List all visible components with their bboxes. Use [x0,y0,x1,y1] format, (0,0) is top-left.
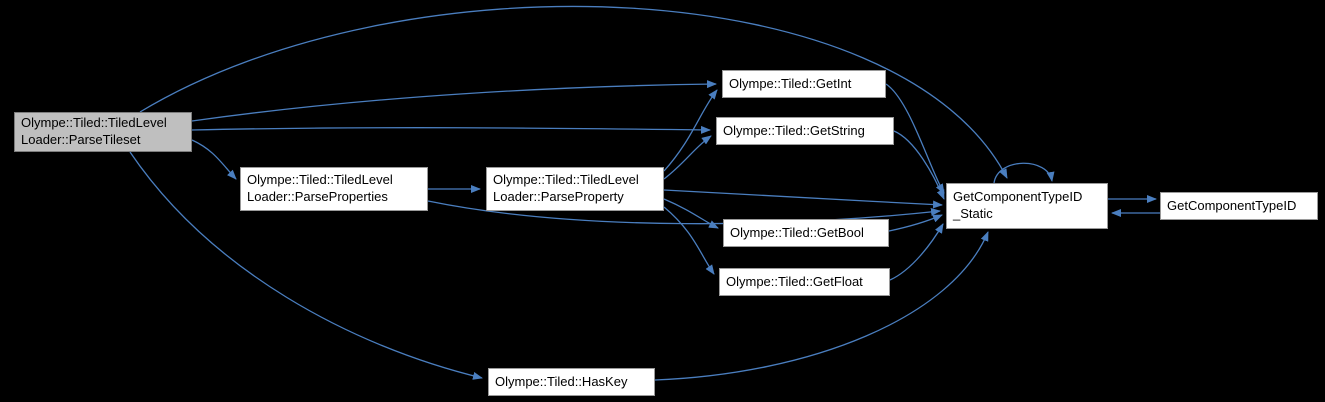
edge-get-component-type-id-static-self-loop [993,162,1055,184]
edge-parse-tileset-get-component-type-id-static [139,5,1008,179]
node-label: _Static [953,206,993,221]
edge-parse-property-get-bool [663,198,719,229]
node-label: Olympe::Tiled::GetInt [729,75,852,91]
node-parse-tileset[interactable]: Olympe::Tiled::TiledLevel Loader::ParseT… [14,112,192,152]
node-get-int[interactable]: Olympe::Tiled::GetInt [722,70,886,98]
node-label: Loader::ParseTileset [21,132,141,147]
node-get-component-type-id-static[interactable]: GetComponentTypeID _Static [946,183,1108,229]
node-get-component-type-id[interactable]: GetComponentTypeID [1160,192,1318,220]
node-label: Olympe::Tiled::TiledLevel [493,172,639,188]
edge-get-float-get-component-type-id-static [889,223,944,281]
edge-parse-property-get-string [663,135,712,180]
edge-parse-properties-get-component-type-id-static [427,200,941,225]
node-parse-properties[interactable]: Olympe::Tiled::TiledLevel Loader::ParseP… [240,167,428,211]
edge-has-key-get-component-type-id-static [654,231,989,381]
node-label: GetComponentTypeID [953,189,1083,205]
edge-parse-tileset-has-key [129,151,483,380]
node-label: Olympe::Tiled::GetBool [730,224,864,240]
edge-parse-property-get-component-type-id-static [663,189,943,209]
node-label: Loader::ParseProperty [493,189,624,204]
edge-parse-property-get-int [663,89,718,172]
node-get-float[interactable]: Olympe::Tiled::GetFloat [719,268,890,296]
node-get-string[interactable]: Olympe::Tiled::GetString [716,117,894,145]
node-get-bool[interactable]: Olympe::Tiled::GetBool [723,219,889,247]
node-has-key[interactable]: Olympe::Tiled::HasKey [488,368,655,396]
edge-get-int-get-component-type-id-static [885,83,945,194]
edge-parse-tileset-get-int [191,80,717,122]
node-label: Loader::ParseProperties [247,189,388,204]
edge-get-bool-get-component-type-id-static [888,214,943,232]
node-label: Olympe::Tiled::GetString [723,122,865,138]
edge-parse-property-get-float [663,206,715,275]
edge-parse-tileset-parse-properties [191,139,237,180]
node-label: GetComponentTypeID [1167,197,1297,213]
node-label: Olympe::Tiled::GetFloat [726,273,863,289]
node-label: Olympe::Tiled::HasKey [495,373,628,389]
edge-parse-tileset-get-string [191,125,711,134]
node-label: Olympe::Tiled::TiledLevel [21,115,167,131]
edge-get-string-get-component-type-id-static [893,130,945,200]
node-parse-property[interactable]: Olympe::Tiled::TiledLevel Loader::ParseP… [486,167,664,211]
node-label: Olympe::Tiled::TiledLevel [247,172,393,188]
